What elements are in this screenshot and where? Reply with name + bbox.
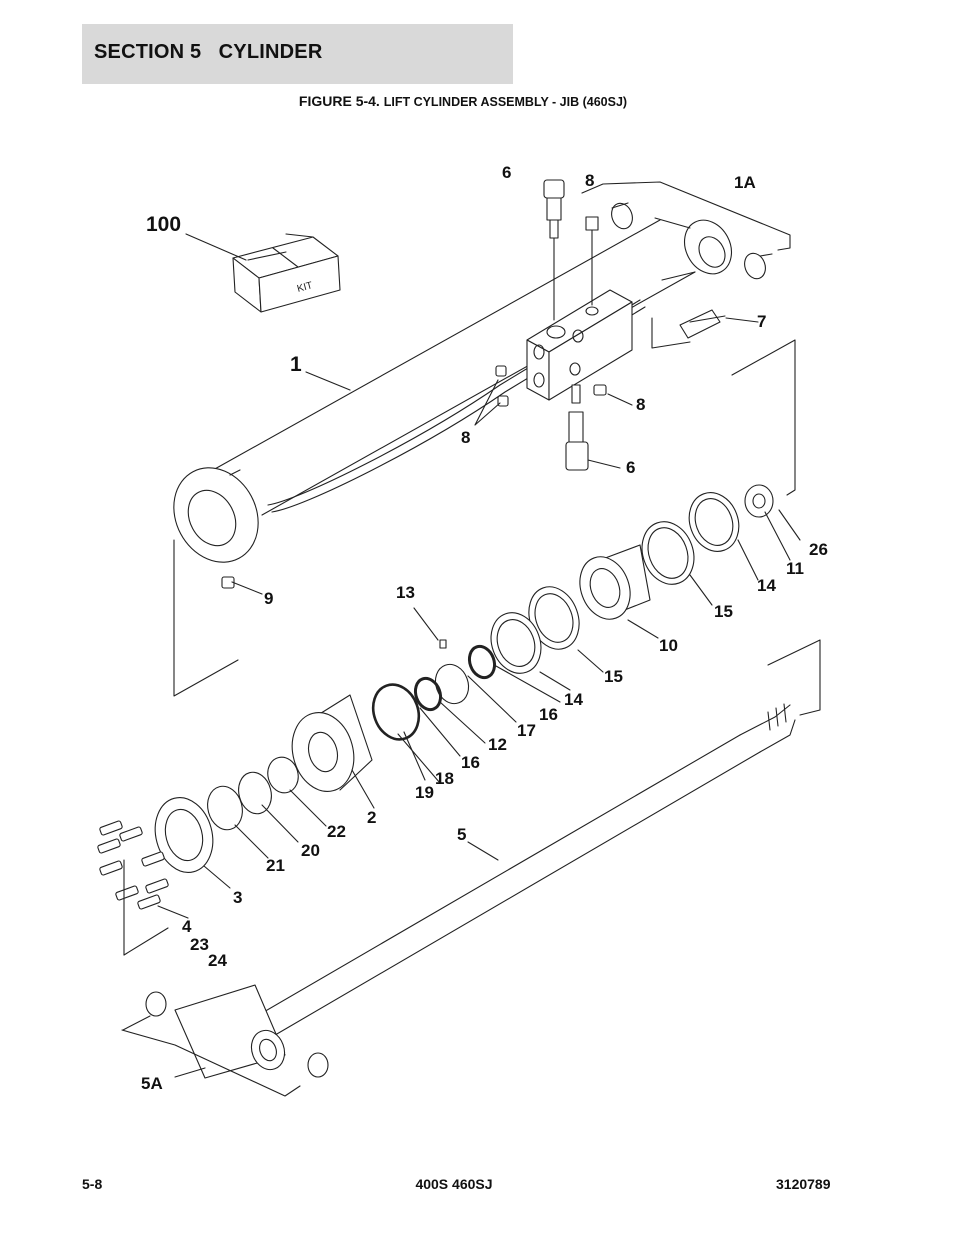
callout-9: 9 [264, 589, 273, 608]
cylinder-head [154, 694, 373, 873]
leader-lines [121, 181, 821, 1097]
callout-4: 4 [182, 917, 192, 936]
fitting-bottom [565, 384, 589, 471]
bolt-set [97, 820, 169, 910]
kit-box [232, 233, 341, 313]
callout-5a: 5A [141, 1074, 163, 1093]
callout-15-mid: 15 [604, 667, 623, 686]
figure-caption: LIFT CYLINDER ASSEMBLY - JIB (460SJ) [383, 95, 628, 109]
callout-21: 21 [266, 856, 285, 875]
callout-14-right: 14 [757, 576, 776, 595]
callout-24: 24 [208, 951, 227, 970]
callout-1a: 1A [734, 173, 756, 192]
valve-block [526, 289, 633, 401]
callout-16-mid: 16 [539, 705, 558, 724]
callout-11: 11 [786, 559, 804, 578]
callout-22: 22 [327, 822, 346, 841]
callout-7: 7 [757, 312, 766, 331]
small-screws [221, 365, 607, 589]
figure-number: FIGURE 5-4. [298, 93, 380, 109]
piston-parts [371, 484, 774, 741]
callout-14-mid: 14 [564, 690, 583, 709]
callout-26: 26 [809, 540, 828, 559]
callout-100: 100 [146, 213, 181, 236]
section-banner: SECTION 5 CYLINDER [82, 24, 513, 84]
cylinder-barrel [173, 202, 773, 563]
callout-15-right: 15 [714, 602, 733, 621]
fitting-side [679, 309, 726, 339]
callout-5: 5 [457, 825, 466, 844]
callout-16-low: 16 [461, 753, 480, 772]
callout-2: 2 [367, 808, 376, 827]
piston-rod [145, 703, 796, 1079]
callout-8-top: 8 [585, 171, 594, 190]
callout-20: 20 [301, 841, 320, 860]
callout-8-mid: 8 [636, 395, 645, 414]
callout-6-top: 6 [502, 163, 511, 182]
callout-18: 18 [435, 769, 454, 788]
footer-doc-number: 3120789 [776, 1176, 831, 1192]
footer-page-number: 5-8 [82, 1176, 103, 1192]
callout-8-left: 8 [461, 428, 470, 447]
section-title: SECTION 5 CYLINDER [94, 41, 323, 63]
callout-13: 13 [396, 583, 415, 602]
callout-19: 19 [415, 783, 434, 802]
callout-17: 17 [517, 721, 536, 740]
callout-3: 3 [233, 888, 242, 907]
callout-1: 1 [290, 353, 302, 376]
figure-title: FIGURE 5-4. LIFT CYLINDER ASSEMBLY - JIB… [0, 93, 926, 109]
callout-12: 12 [488, 735, 507, 754]
callout-labels: 100 1 1A 6 8 7 8 8 6 9 13 26 11 14 15 10… [141, 163, 828, 1093]
callout-6-low: 6 [626, 458, 635, 477]
callout-23: 23 [190, 935, 209, 954]
kit-box-label: KIT [296, 280, 314, 295]
fitting-top [543, 179, 599, 321]
footer-model: 400S 460SJ [415, 1176, 493, 1192]
callout-10: 10 [659, 636, 678, 655]
